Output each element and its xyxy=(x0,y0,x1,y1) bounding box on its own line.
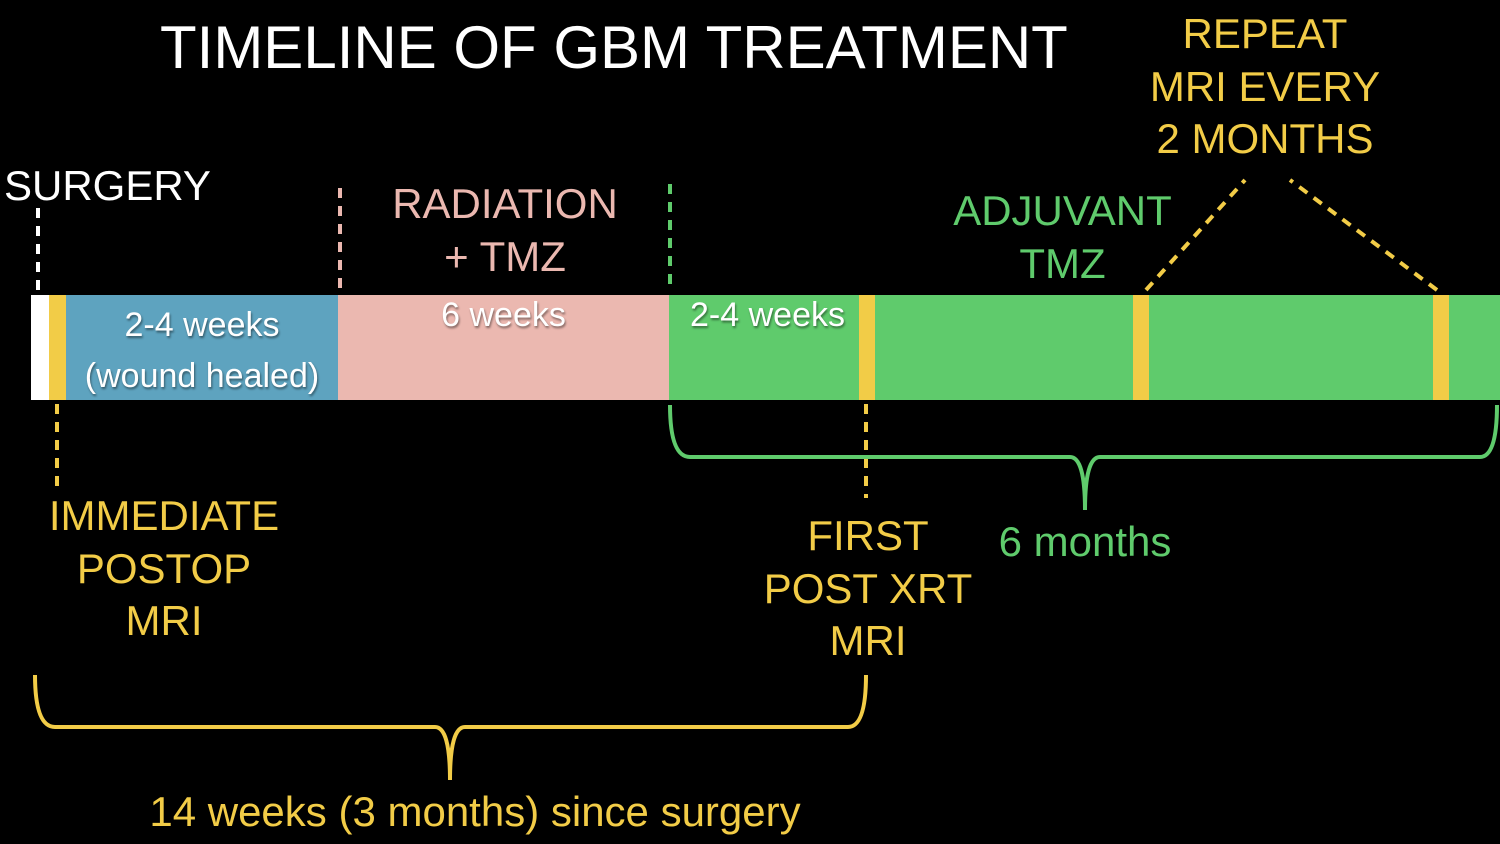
repeat-mri-dash xyxy=(1144,178,1247,292)
total-brace xyxy=(33,674,868,781)
healing-duration: 2-4 weeks (wound healed) xyxy=(84,306,320,395)
phase-surgery-label: SURGERY xyxy=(4,162,211,209)
radiation-segment xyxy=(338,295,669,400)
phase-radiation-label: RADIATION + TMZ xyxy=(392,180,618,280)
first-mri-marker xyxy=(859,295,875,400)
radiation-duration: 6 weeks xyxy=(441,296,566,334)
immediate-mri-marker xyxy=(49,295,66,400)
adjuvant-segment xyxy=(669,295,1500,400)
repeat-mri-marker xyxy=(1133,295,1149,400)
immediate-mri-label: IMMEDIATE POSTOP MRI xyxy=(48,492,280,644)
post-xrt-duration: 2-4 weeks xyxy=(690,296,845,334)
phase-adjuvant-label: ADJUVANT TMZ xyxy=(953,187,1172,287)
adjuvant-duration-label: 6 months xyxy=(998,518,1172,565)
healing-segment xyxy=(66,295,338,400)
surgery-segment xyxy=(31,295,49,400)
repeat-mri-dash xyxy=(1288,178,1439,292)
first-mri-label: FIRST POST XRT MRI xyxy=(763,512,973,664)
page-title: TIMELINE OF GBM TREATMENT xyxy=(160,14,1068,81)
total-duration-label: 14 weeks (3 months) since surgery xyxy=(149,788,801,835)
adjuvant-brace xyxy=(668,404,1499,511)
repeat-mri-label: REPEAT MRI EVERY 2 MONTHS xyxy=(1149,10,1381,162)
repeat-mri-marker xyxy=(1433,295,1449,400)
